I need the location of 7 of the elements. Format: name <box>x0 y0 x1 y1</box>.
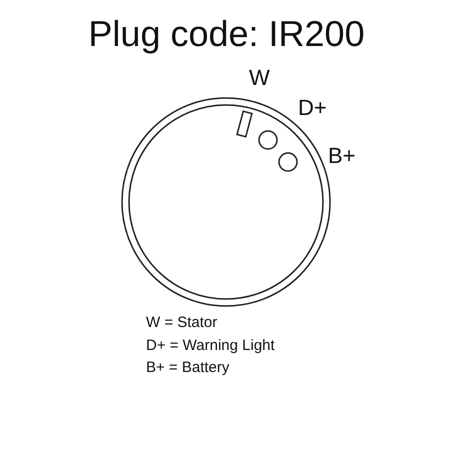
pin-label: D+ <box>298 97 327 119</box>
legend-text: B+ = Battery <box>146 360 230 375</box>
title: Plug code: IR200 <box>87 16 366 52</box>
legend-text: W = Stator <box>146 315 218 330</box>
pin-label: W <box>249 67 270 89</box>
legend-text: D+ = Warning Light <box>146 338 275 353</box>
pin-label: B+ <box>328 145 356 167</box>
